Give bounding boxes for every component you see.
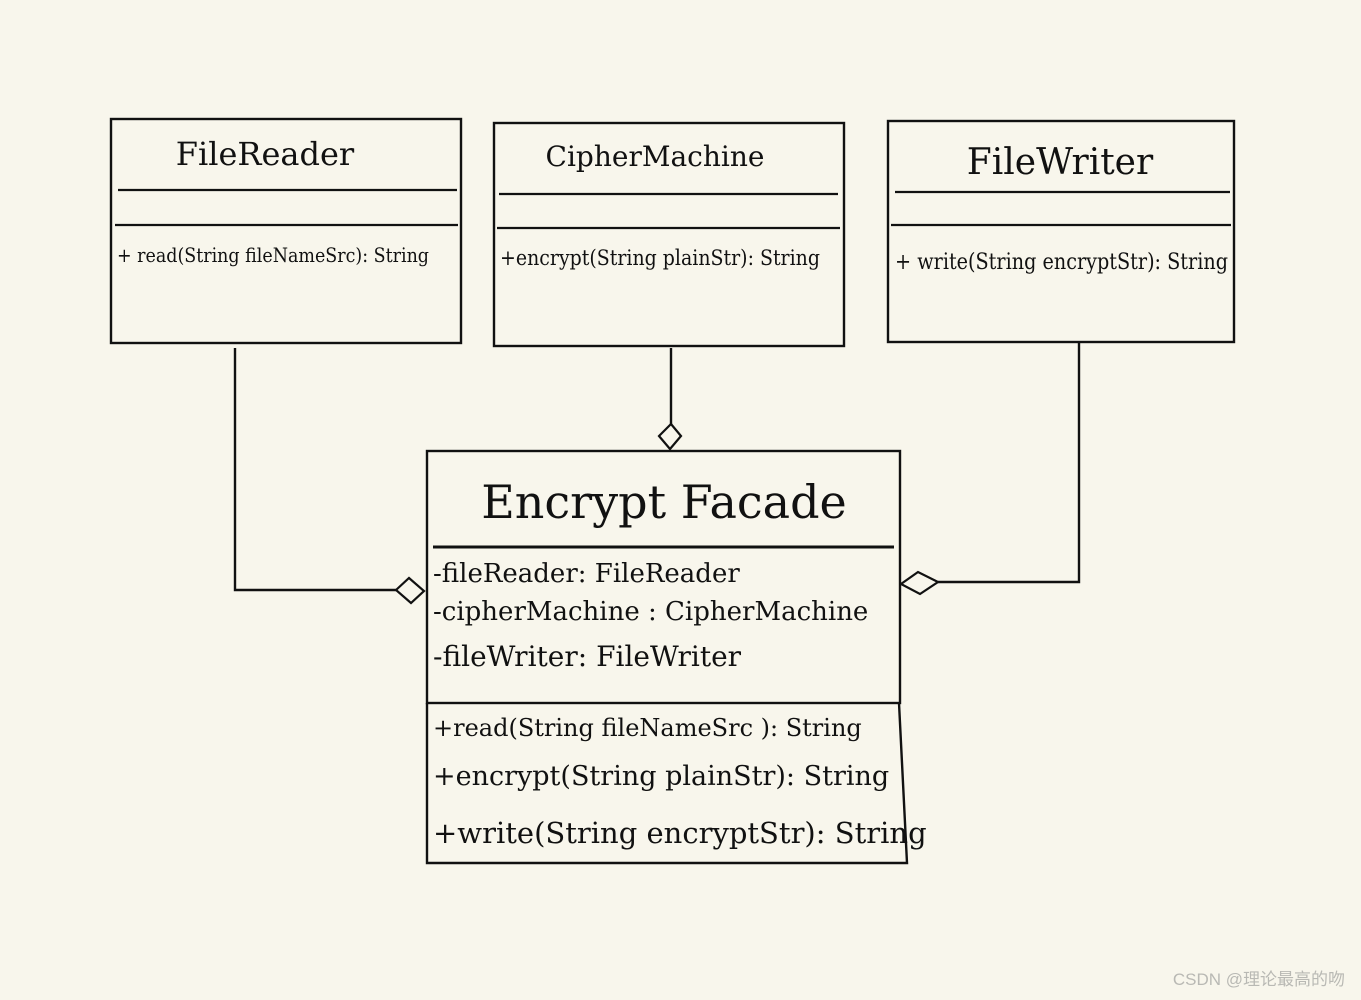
- class-file-writer: FileWriter + write(String encryptStr): S…: [886, 119, 1236, 344]
- class-box-file-reader: [109, 117, 463, 345]
- aggregation-file-writer: [898, 342, 1081, 596]
- method-read-file-reader: + read(String fileNameSrc): String: [117, 243, 429, 267]
- class-name-file-reader: FileReader: [176, 135, 355, 173]
- method-read-encrypt-facade: +read(String fileNameSrc ): String: [433, 714, 862, 742]
- class-name-file-writer: FileWriter: [967, 142, 1154, 183]
- aggregation-file-reader: [233, 348, 426, 605]
- class-box-encrypt-facade-methods: [425, 702, 909, 865]
- edge-file-reader: [233, 348, 396, 592]
- watermark: CSDN @理论最高的吻: [1172, 970, 1345, 989]
- class-box-cipher-machine: [492, 121, 846, 348]
- class-encrypt-facade: Encrypt Facade -fileReader: FileReader -…: [425, 449, 927, 865]
- method-encrypt-encrypt-facade: +encrypt(String plainStr): String: [433, 761, 889, 792]
- aggregation-diamond-file-reader: [394, 576, 426, 605]
- edge-file-writer: [938, 342, 1081, 584]
- class-file-reader: FileReader + read(String fileNameSrc): S…: [109, 117, 463, 345]
- class-box-file-writer: [886, 119, 1236, 344]
- method-encrypt-cipher-machine: +encrypt(String plainStr): String: [500, 246, 820, 270]
- class-name-encrypt-facade: Encrypt Facade: [481, 475, 847, 529]
- attribute-file-writer: -fileWriter: FileWriter: [433, 640, 742, 673]
- method-write-file-writer: + write(String encryptStr): String: [895, 250, 1228, 275]
- class-cipher-machine: CipherMachine +encrypt(String plainStr):…: [492, 121, 846, 348]
- attribute-file-reader: -fileReader: FileReader: [433, 559, 740, 589]
- method-write-encrypt-facade: +write(String encryptStr): String: [433, 816, 927, 850]
- class-name-cipher-machine: CipherMachine: [546, 140, 765, 173]
- aggregation-diamond-file-writer: [898, 570, 941, 596]
- class-box-encrypt-facade-upper: [425, 449, 902, 705]
- attribute-cipher-machine: -cipherMachine : CipherMachine: [433, 597, 868, 627]
- aggregation-cipher-machine: [657, 348, 683, 451]
- aggregation-diamond-cipher-machine: [657, 422, 683, 451]
